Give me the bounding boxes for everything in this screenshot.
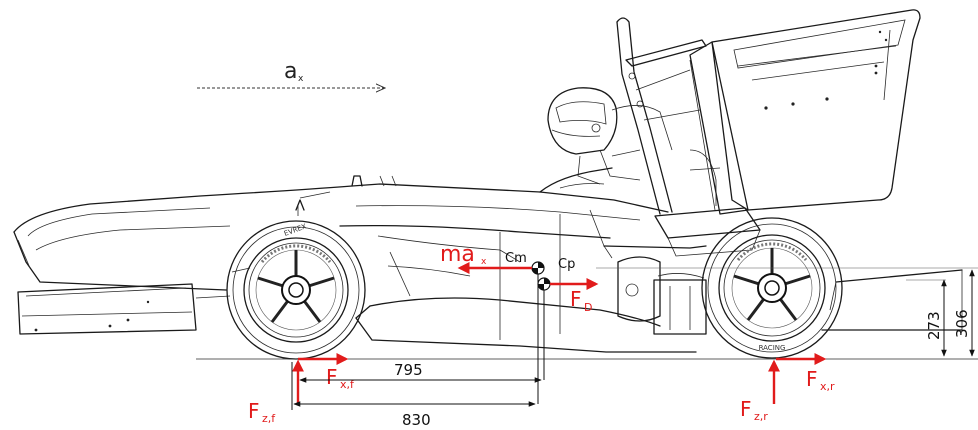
acceleration-subscript: x <box>298 74 304 84</box>
drag-force-label: F <box>570 287 582 311</box>
fzf-subscript: z,f <box>262 412 276 425</box>
cm-cp-markers: Cm Cp <box>505 251 575 404</box>
front-wheel: EVREX <box>226 220 366 360</box>
dimension-lines: 795 830 273 306 <box>291 267 978 429</box>
cm-symbol <box>531 261 545 275</box>
forces: ma x F D F x,f F z,f F z,r F x,r <box>248 242 835 425</box>
fxr-label: F <box>806 367 818 391</box>
chassis-body <box>13 167 963 353</box>
rear-wheel: RACING <box>701 217 843 359</box>
fzr-label: F <box>740 397 752 421</box>
acceleration-indicator: a x <box>197 59 385 88</box>
fxr-subscript: x,r <box>820 380 835 393</box>
acceleration-label: a <box>284 59 297 84</box>
fzr-subscript: z,r <box>754 410 768 423</box>
cp-symbol <box>537 277 551 291</box>
dimension-795-label: 795 <box>394 361 423 379</box>
dimension-830-label: 830 <box>402 411 431 429</box>
drag-force-subscript: D <box>584 301 592 314</box>
front-tyre-sidewall-text: EVREX <box>283 222 308 238</box>
rear-wing <box>689 9 921 215</box>
dimension-306-label: 306 <box>953 309 971 338</box>
rear-tyre-sidewall-text: RACING <box>759 344 786 352</box>
cp-label: Cp <box>558 257 575 272</box>
inertia-force-subscript: x <box>481 257 487 267</box>
fzf-label: F <box>248 399 260 423</box>
inertia-force-label: ma <box>440 242 475 267</box>
roll-hoop <box>611 17 761 257</box>
driver-helmet <box>547 87 673 185</box>
fxf-label: F <box>326 365 338 389</box>
front-wing <box>17 283 231 335</box>
cm-label: Cm <box>505 251 527 266</box>
dimension-273-label: 273 <box>925 311 943 340</box>
